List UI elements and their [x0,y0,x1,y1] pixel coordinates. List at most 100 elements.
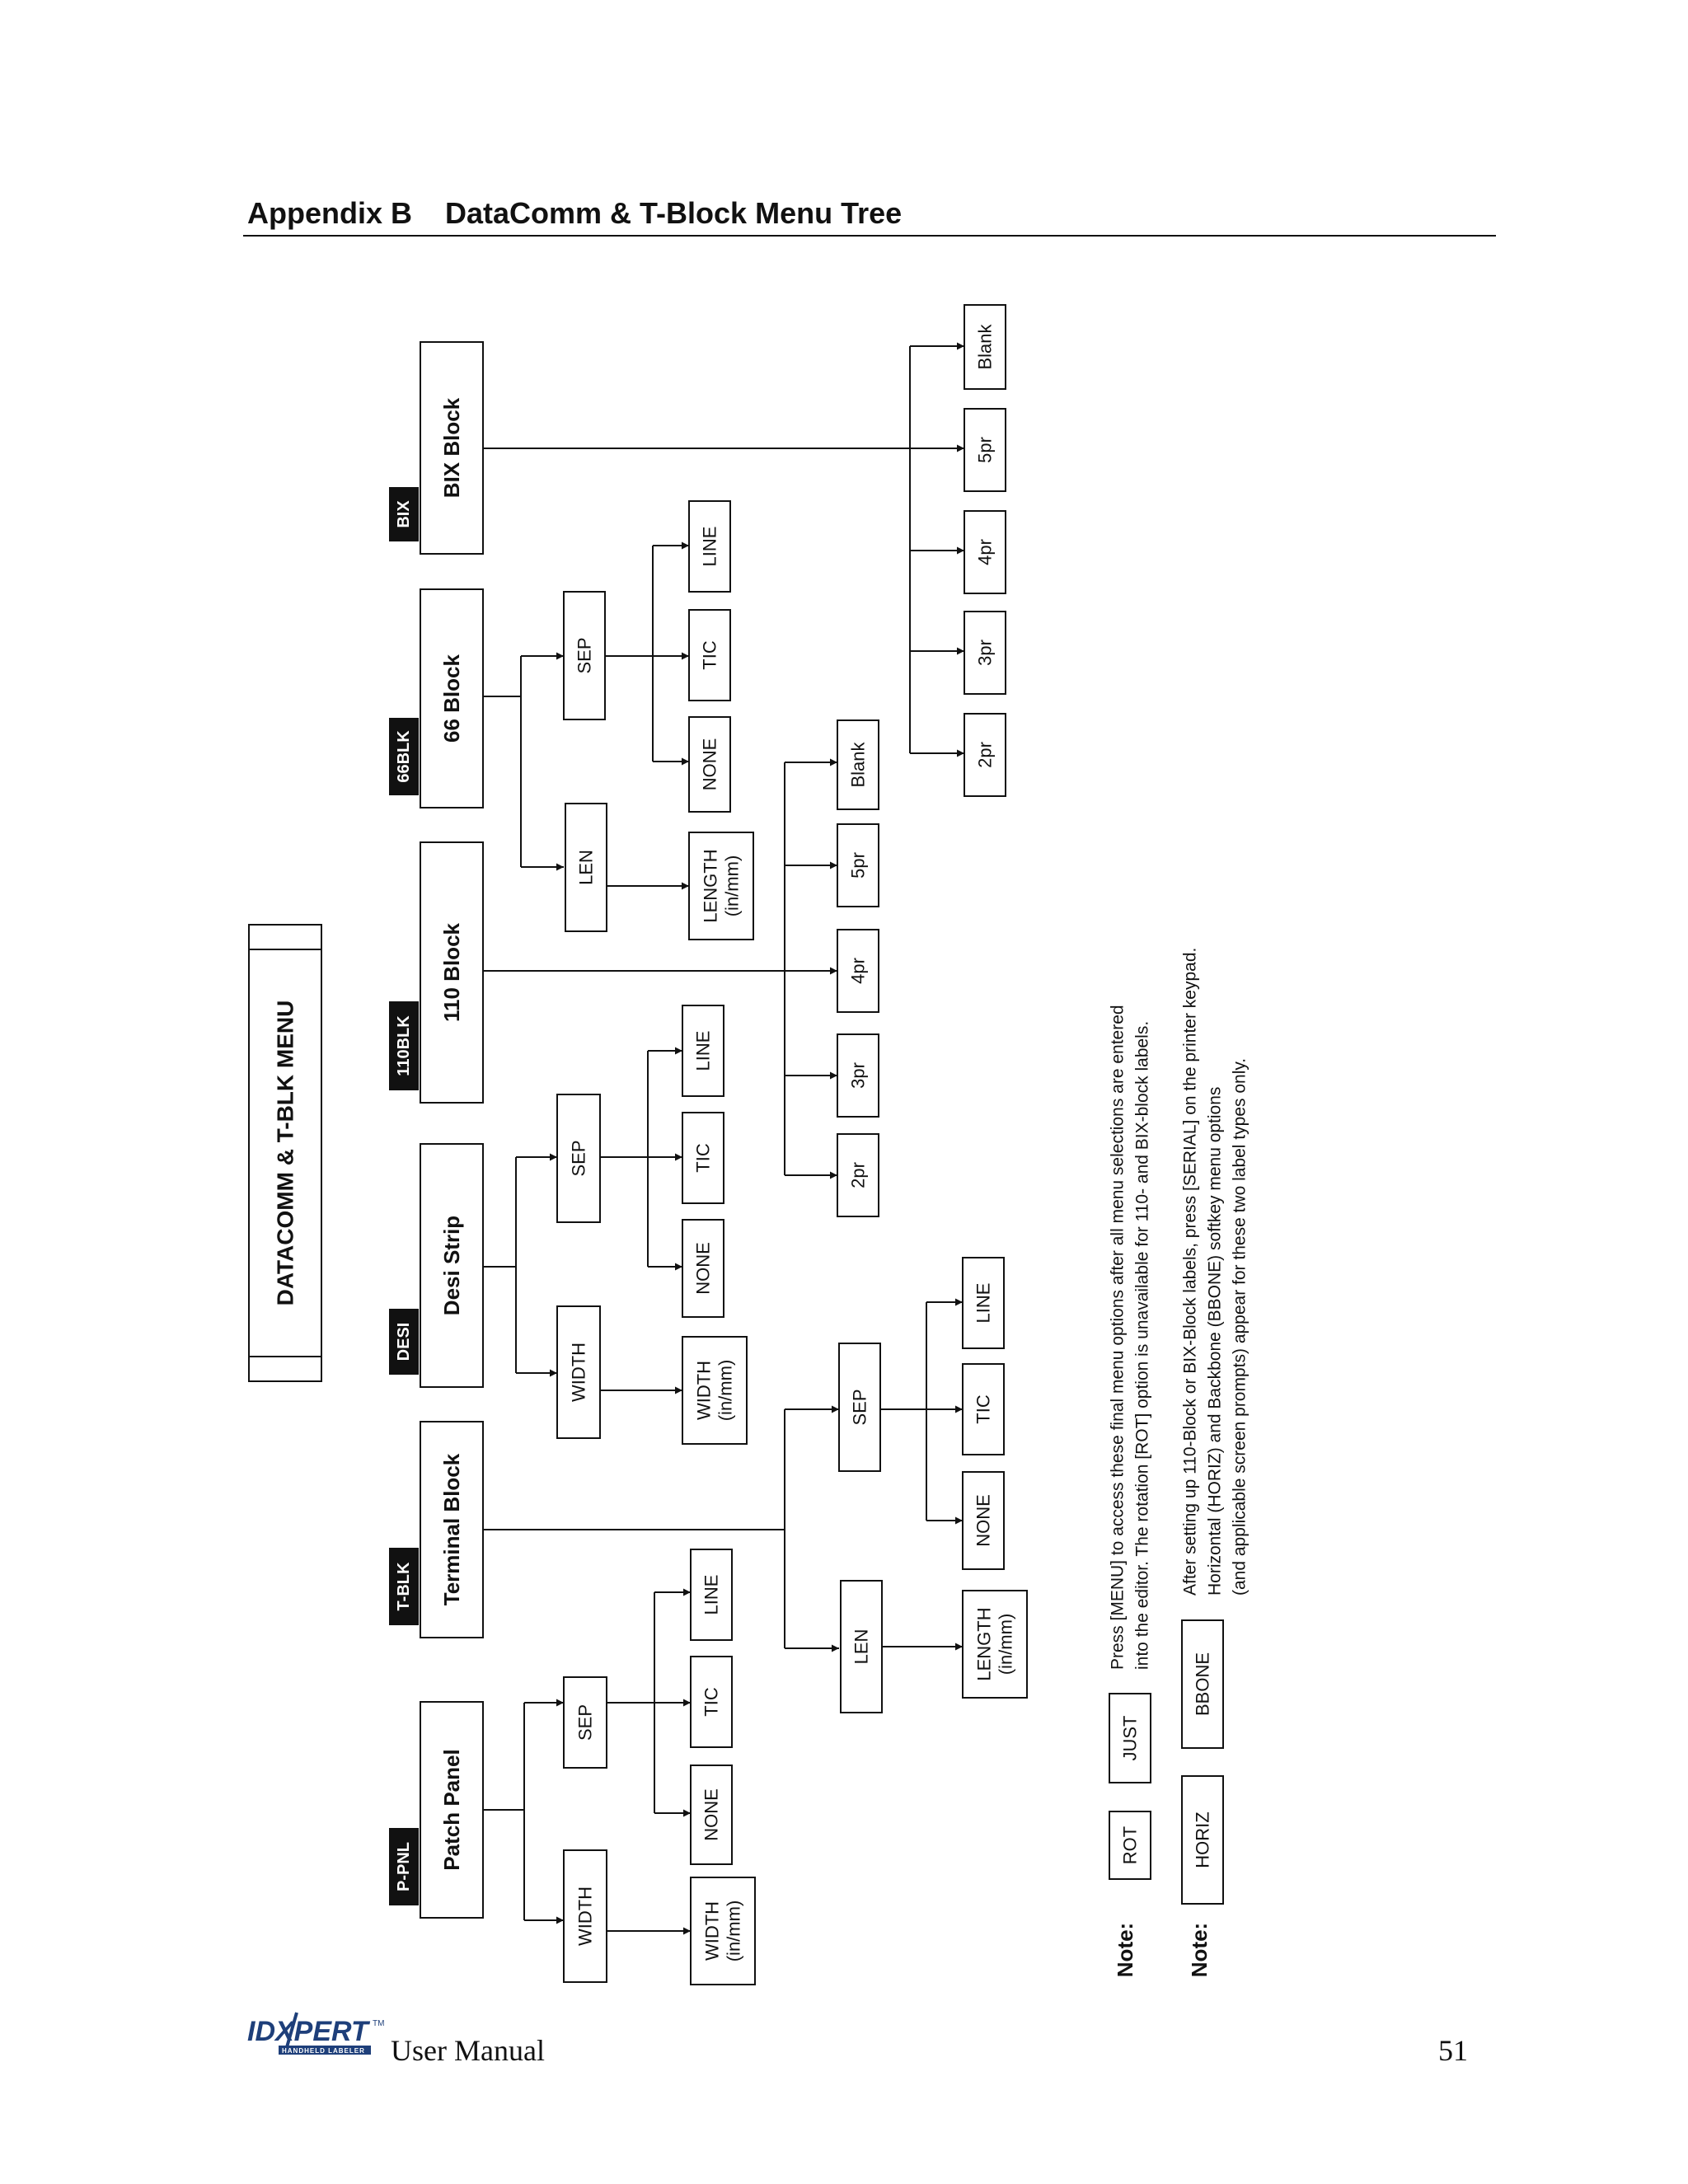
svg-text:TM: TM [373,2019,384,2028]
b110-5pr-box [837,823,879,907]
note-2-horiz-key-label: HORIZ [1193,1811,1213,1868]
66-block-tag [389,718,419,795]
pp-sep-box [563,1676,607,1769]
patch-panel-tag-label: P-PNL [395,1842,413,1891]
b66-sep-box [563,591,606,720]
note-1-line-1: Press [MENU] to access these final menu … [1109,1005,1128,1670]
menu-title: DATACOMM & T-BLK MENU [273,1001,298,1306]
tb-len-box [840,1580,883,1713]
note-2-bbone-key [1181,1619,1224,1749]
b66-tic-box [688,609,731,701]
pp-line-box [690,1549,733,1641]
svg-text:HANDHELD LABELER: HANDHELD LABELER [282,2047,365,2055]
bix-block-name-label: BIX Block [439,397,464,498]
bix-4pr-box-label: 4pr [975,539,996,565]
b110-4pr-box [837,929,879,1013]
b110-4pr-box-label: 4pr [848,958,869,984]
desi-strip-tag [389,1309,419,1375]
tb-length-unit-box [962,1590,1028,1699]
terminal-block-tag [389,1548,419,1625]
note-2-line-1: After setting up 110-Block or BIX-Block … [1181,948,1200,1596]
pp-width-unit-box-label: WIDTH [702,1901,723,1961]
66-block-name-label: 66 Block [439,654,464,742]
66-block-node [420,588,484,808]
ds-width-box-label: WIDTH [569,1343,589,1402]
pp-none-box [690,1765,733,1865]
bix-blank-box-label: Blank [975,323,996,369]
patch-panel-node [420,1701,484,1919]
terminal-block-tag-label: T-BLK [395,1562,413,1610]
ds-none-box [682,1219,724,1318]
ds-none-box-label: NONE [693,1242,714,1295]
b110-3pr-box-label: 3pr [848,1062,869,1089]
page-title: Appendix B DataComm & T-Block Menu Tree [247,196,903,230]
tb-length-unit-box-label: (in/mm) [996,1614,1016,1675]
pp-tic-box [690,1656,733,1748]
pp-width-unit-box-label: (in/mm) [724,1900,744,1962]
page-number: 51 [1438,2034,1468,2067]
b110-3pr-box [837,1033,879,1118]
bix-3pr-box-label: 3pr [975,640,996,666]
bix-block-tag-label: BIX [395,500,413,528]
bix-3pr-box [964,611,1006,695]
bix-blank-box [964,304,1006,390]
pp-width-unit-box [690,1877,756,1985]
tb-line-box [962,1257,1005,1349]
ds-width-unit-box [682,1336,748,1445]
tb-len-box-label: LEN [851,1629,872,1665]
desi-strip-tag-label: DESI [395,1323,413,1361]
note-2-label: Note: [1187,1923,1212,1977]
tb-tic-box [962,1363,1005,1455]
b66-length-unit-box-label: LENGTH [701,849,721,922]
pp-tic-box-label: TIC [701,1687,722,1717]
b66-len-box [565,803,607,932]
patch-panel-tag [389,1828,419,1905]
b66-none-box [688,716,731,813]
bix-block-tag [389,487,419,541]
pp-width-box [563,1849,607,1983]
ds-width-unit-box-label: (in/mm) [715,1360,736,1422]
bix-5pr-box-label: 5pr [975,437,996,463]
tb-length-unit-box-label: LENGTH [974,1607,995,1680]
110-block-node [420,841,484,1104]
ds-line-box [682,1005,724,1097]
bix-block-node [420,341,484,555]
note-2-line-2: Horizontal (HORIZ) and Backbone (BBONE) … [1206,1087,1225,1596]
bix-4pr-box [964,510,1006,594]
menu-title-box [248,924,322,1382]
ds-width-box [556,1305,601,1439]
110-block-tag-label: 110BLK [395,1015,413,1076]
note-1-just-key-label: JUST [1120,1716,1141,1761]
desi-strip-name-label: Desi Strip [439,1216,464,1315]
bix-5pr-box [964,408,1006,492]
terminal-block-node [420,1421,484,1638]
b110-blank-box [837,719,879,810]
bix-2pr-box [964,713,1006,797]
tb-sep-box-label: SEP [850,1389,870,1425]
note-2-horiz-key [1181,1775,1224,1905]
tb-line-box-label: LINE [973,1283,994,1324]
svg-text:IDXPERT: IDXPERT [247,2016,371,2047]
note-1-label: Note: [1113,1923,1137,1977]
title-rule [243,235,1496,237]
idxpert-logo-mark: IDXPERT TM HANDHELD LABELER [247,2012,384,2055]
pp-none-box-label: NONE [701,1788,722,1841]
ds-tic-box-label: TIC [693,1143,714,1173]
b66-line-box-label: LINE [700,527,720,567]
b66-length-unit-box-label: (in/mm) [722,855,743,917]
b110-5pr-box-label: 5pr [848,852,869,879]
footer-manual-text: User Manual [391,2034,545,2067]
terminal-block-name-label: Terminal Block [439,1453,464,1605]
note-1-just-key [1109,1693,1151,1783]
b110-2pr-box-label: 2pr [848,1162,869,1188]
ds-tic-box [682,1112,724,1204]
pp-line-box-label: LINE [701,1575,722,1615]
66-block-tag-label: 66BLK [395,730,413,783]
b66-length-unit-box [688,832,754,940]
note-2-bbone-key-label: BBONE [1193,1652,1213,1716]
tb-sep-box [838,1343,881,1472]
b66-tic-box-label: TIC [700,640,720,670]
b66-line-box [688,500,731,593]
110-block-tag [389,1001,419,1090]
